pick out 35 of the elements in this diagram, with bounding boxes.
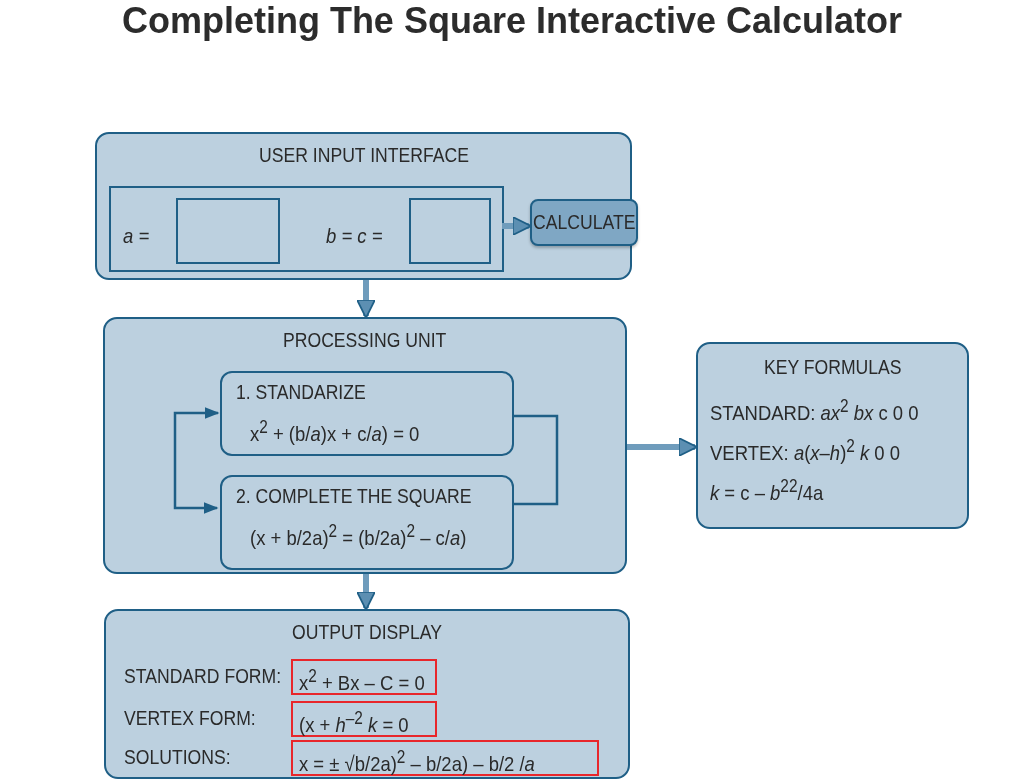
input-frame: [109, 186, 504, 272]
field-label: STANDARD FORM:: [124, 665, 282, 688]
field-label: SOLUTIONS:: [124, 746, 231, 769]
step-box: [220, 371, 514, 456]
diagram-title: Completing The Square Interactive Calculator: [120, 0, 904, 42]
field-label: b = c =: [326, 224, 383, 248]
panel-title: PROCESSING UNIT: [283, 329, 447, 352]
panel-title: OUTPUT DISPLAY: [292, 621, 442, 644]
step-box: [220, 475, 514, 570]
formula-text: STANDARD: ax$^{2}$ bx c 0 0: [710, 396, 919, 425]
result-box: [291, 740, 599, 776]
card-title: KEY FORMULAS: [763, 356, 902, 379]
arrow: [356, 280, 376, 319]
formula-text: k = c – b$^{22}$/4a: [710, 476, 824, 505]
formula-text: x$^{2}$ + Bx – C = 0: [299, 666, 425, 695]
field-label: a =: [123, 224, 150, 248]
arrow: [502, 216, 532, 236]
step-title: 2. COMPLETE THE SQUARE: [236, 485, 472, 508]
step-title: 1. STANDARIZE: [236, 381, 366, 404]
arrow: [173, 407, 220, 514]
button-label: CALCULATE: [532, 211, 636, 234]
panel: [104, 609, 630, 779]
panel-title: USER INPUT INTERFACE: [258, 144, 469, 167]
result-box: [291, 659, 437, 695]
arrow: [356, 574, 376, 611]
result-box: [291, 701, 437, 737]
formula-text: x = ± √b/2a)$^{2}$ – b/2a) – b/2 /a: [299, 747, 535, 776]
formula-text: x$^{2}$ + (b/a)x + c/a) = 0: [250, 417, 420, 446]
arrow: [627, 437, 698, 457]
formula-text: VERTEX: a(x–h)$^{2}$ k 0 0: [710, 436, 901, 465]
formula-card: [696, 342, 969, 529]
panel: [103, 317, 627, 574]
field-label: VERTEX FORM:: [124, 707, 256, 730]
formula-text: (x + b/2a)$^{2}$ = (b/2a)$^{2}$ – c/a): [250, 521, 467, 550]
formula-text: (x + h$^{–2}$ k = 0: [299, 708, 409, 737]
